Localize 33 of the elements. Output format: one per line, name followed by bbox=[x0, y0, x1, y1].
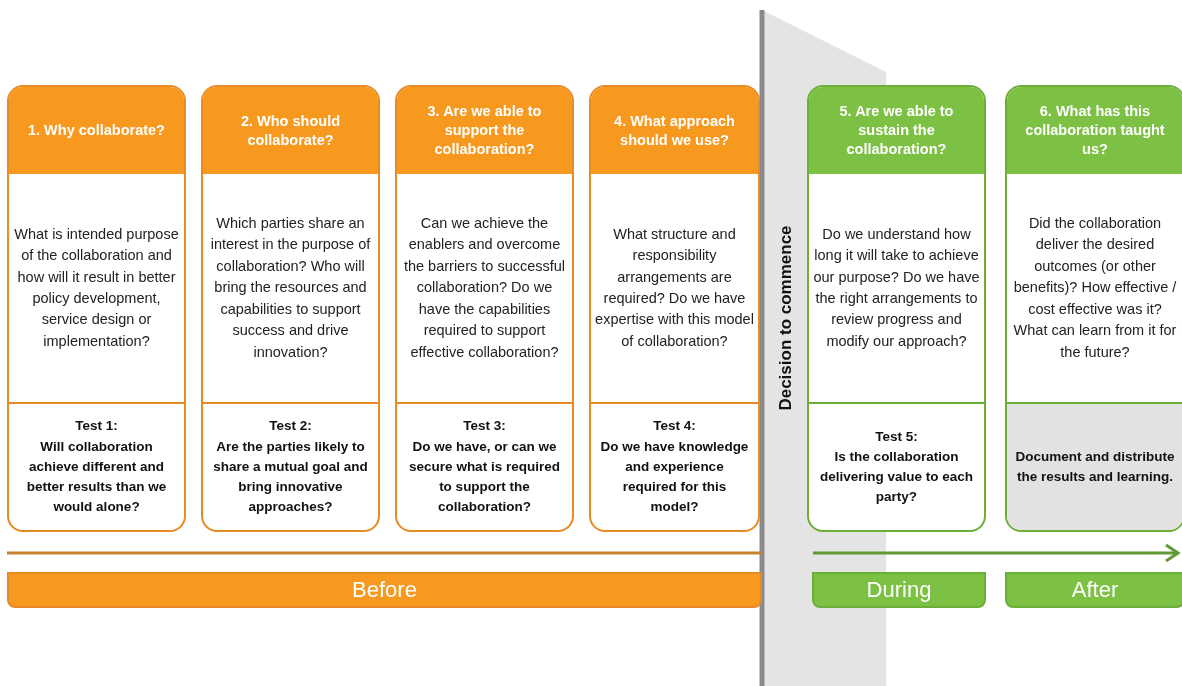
phase-band: After bbox=[1005, 572, 1182, 608]
test-label: Test 1: bbox=[75, 417, 118, 436]
phase-band: During bbox=[812, 572, 986, 608]
phase-card bbox=[807, 85, 986, 532]
phase-card bbox=[589, 85, 760, 532]
test-question: Are the parties likely to share a mutual goal and bring innovative approaches? bbox=[212, 437, 369, 517]
test-question: Is the collaboration delivering value to each party? bbox=[818, 447, 975, 507]
card-heading: 6. What has this collaboration taught us? bbox=[1007, 87, 1182, 174]
test-question: Do we have, or can we secure what is required to support the collaboration? bbox=[408, 437, 561, 517]
question-text: What structure and responsibility arrangements are required? Do we have expertise with this model of collaboration? bbox=[595, 224, 754, 351]
phase-card bbox=[7, 85, 186, 532]
card-heading: 2. Who should collaborate? bbox=[203, 87, 378, 174]
decision-label: Decision to commence bbox=[776, 225, 796, 411]
test-label: Test 4: bbox=[653, 417, 696, 436]
action-text: Document and distribute the results and learning. bbox=[1007, 402, 1182, 530]
card-heading: 4. What approach should we use? bbox=[591, 87, 758, 174]
phase-band: Before bbox=[7, 572, 762, 608]
question-text: Did the collaboration deliver the desired outcomes (or other benefits)? How effective / cost effective was it? What can learn from it for the future? bbox=[1012, 213, 1178, 362]
test-label: Test 5: bbox=[875, 427, 918, 446]
question-text: What is intended purpose of the collaboration and how will it result in better policy development, service design or implementation? bbox=[13, 224, 180, 351]
question-text: Can we achieve the enablers and overcome the barriers to successful collaboration? Do we have the capabilities required to support effective collaboration? bbox=[402, 213, 567, 362]
card-heading: 1. Why collaborate? bbox=[9, 87, 184, 174]
card-heading: 5. Are we able to sustain the collaboration? bbox=[809, 87, 984, 174]
phase-card bbox=[395, 85, 574, 532]
test-label: Test 2: bbox=[269, 417, 312, 436]
test-label: Test 3: bbox=[463, 417, 506, 436]
card-heading: 3. Are we able to support the collaboration? bbox=[397, 87, 572, 174]
phase-card bbox=[201, 85, 380, 532]
question-text: Do we understand how long it will take to achieve our purpose? Do we have the right arrangements to review progress and modify our approach? bbox=[813, 224, 980, 351]
test-question: Will collaboration achieve different and better results than we would alone? bbox=[25, 437, 168, 517]
test-question: Do we have knowledge and experience required for this model? bbox=[599, 437, 750, 517]
question-text: Which parties share an interest in the purpose of collaboration? Who will bring the resources and capabilities to support success and drive innovation? bbox=[209, 213, 372, 362]
phase-card bbox=[1005, 85, 1182, 532]
